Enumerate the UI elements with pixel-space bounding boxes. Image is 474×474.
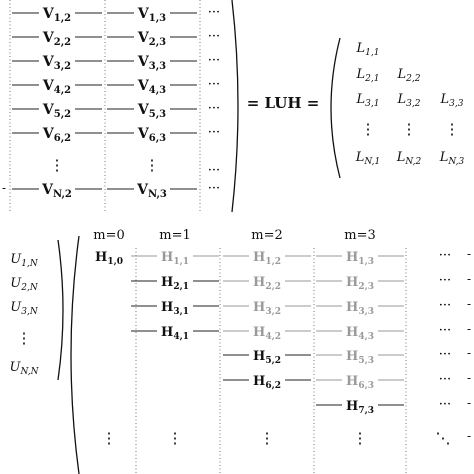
- v-hdots: ···: [208, 125, 220, 140]
- h-ddots: ⋱: [436, 429, 451, 447]
- v-entry: V3,2: [42, 54, 71, 72]
- h-entry-inactive: H5,3: [346, 349, 374, 366]
- l-entry: L2,2: [397, 67, 421, 84]
- h-right-dash: -: [467, 396, 471, 410]
- v-entry: V4,2: [42, 78, 71, 96]
- v-vdots: ⋮: [50, 156, 65, 174]
- l-left-paren: [330, 37, 341, 179]
- h-hdots: ···: [439, 372, 451, 387]
- h-hdots: ···: [439, 298, 451, 313]
- v-entry: V2,3: [137, 30, 166, 48]
- h-hdots: ···: [439, 248, 451, 263]
- h-entry-inactive: H1,3: [346, 250, 374, 267]
- h-entry-active: H5,2: [253, 349, 281, 366]
- v-hdots: ···: [208, 5, 220, 20]
- l-entry: L3,1: [356, 92, 380, 109]
- h-right-dash: -: [467, 297, 471, 311]
- l-entry: L1,1: [356, 41, 380, 58]
- v-hdots: ···: [208, 53, 220, 68]
- v-entry: V1,3: [137, 6, 166, 24]
- h-hdots: ···: [439, 273, 451, 288]
- v-entry: V5,3: [137, 102, 166, 120]
- h-entry-inactive: H4,2: [253, 325, 281, 342]
- v-vdots: ⋮: [145, 156, 160, 174]
- u-entry: U2,N: [10, 276, 39, 293]
- h-right-dash: -: [467, 247, 471, 261]
- h-entry-active: H6,2: [253, 374, 281, 391]
- h-hdots: ···: [439, 347, 451, 362]
- v-entry: V2,2: [42, 30, 71, 48]
- h-right-dash: -: [467, 272, 471, 286]
- h-left-paren: [70, 235, 80, 474]
- v-entry: V6,3: [137, 126, 166, 144]
- v-entry: V1,2: [42, 6, 71, 24]
- l-entry: L3,2: [397, 92, 421, 109]
- v-entry: V4,3: [137, 78, 166, 96]
- l-entry: LN,3: [439, 150, 465, 167]
- h-entry-inactive: H3,3: [346, 300, 374, 317]
- h-entry-inactive: H1,2: [253, 250, 281, 267]
- h-entry-inactive: H1,1: [161, 250, 189, 267]
- h-right-dash: -: [467, 429, 471, 443]
- l-vdots: ⋮: [361, 120, 376, 138]
- l-vdots: ⋮: [402, 120, 417, 138]
- h-right-dash: -: [467, 322, 471, 336]
- h-entry-active: H7,3: [346, 399, 374, 416]
- h-entry-active: H4,1: [161, 325, 189, 342]
- h-entry-inactive: H4,3: [346, 325, 374, 342]
- l-entry: LN,1: [355, 150, 381, 167]
- h-hdots: ···: [439, 397, 451, 412]
- h-entry-inactive: H6,3: [346, 374, 374, 391]
- h-right-dash: -: [467, 371, 471, 385]
- h-entry-inactive: H3,2: [253, 300, 281, 317]
- h-vdots: ⋮: [353, 429, 368, 447]
- u-entry: UN,N: [9, 360, 39, 377]
- u-entry: U1,N: [10, 252, 39, 269]
- h-entry-active: H1,0: [95, 250, 123, 267]
- v-hdots: ···: [208, 101, 220, 116]
- h-vdots: ⋮: [260, 429, 275, 447]
- v-entry: VN,3: [136, 182, 167, 200]
- h-entry-active: H2,1: [161, 275, 189, 292]
- h-vdots: ⋮: [168, 429, 183, 447]
- u-vdots: ⋮: [17, 329, 32, 347]
- l-entry: LN,2: [396, 150, 422, 167]
- h-right-dash: -: [467, 346, 471, 360]
- u-right-paren: [57, 239, 64, 381]
- h-entry-inactive: H2,3: [346, 275, 374, 292]
- v-hdots: ···: [208, 181, 220, 196]
- v-entry: V3,3: [137, 54, 166, 72]
- m-header: m=1: [159, 228, 191, 243]
- l-entry: L3,3: [440, 92, 464, 109]
- v-entry: V6,2: [42, 126, 71, 144]
- l-vdots: ⋮: [445, 120, 460, 138]
- v-hdots: ···: [208, 29, 220, 44]
- v-left-dash: -: [2, 181, 6, 195]
- h-vdots: ⋮: [102, 429, 117, 447]
- v-hdots: ···: [208, 163, 220, 178]
- h-hdots: ···: [439, 323, 451, 338]
- v-entry: VN,2: [41, 182, 72, 200]
- h-entry-inactive: H2,2: [253, 275, 281, 292]
- v-hdots: ···: [208, 77, 220, 92]
- v-right-paren: [231, 0, 239, 213]
- u-entry: U3,N: [10, 300, 39, 317]
- v-entry: V5,2: [42, 102, 71, 120]
- l-entry: L2,1: [356, 67, 380, 84]
- m-header: m=3: [344, 228, 376, 243]
- m-header: m=2: [251, 228, 283, 243]
- h-entry-active: H3,1: [161, 300, 189, 317]
- equation-text: = LUH =: [247, 94, 320, 112]
- m-header: m=0: [93, 228, 125, 243]
